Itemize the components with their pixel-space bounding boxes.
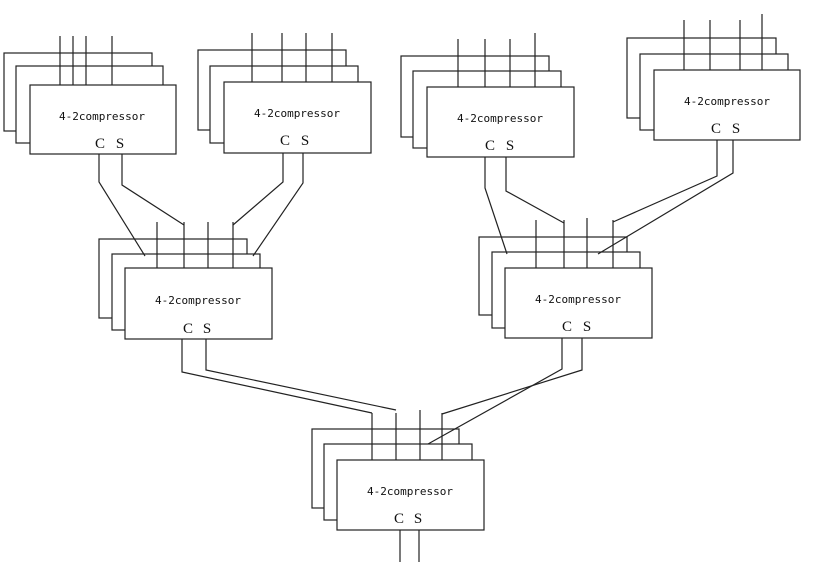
carry-label: C [183, 321, 193, 337]
compressor-label: 4-2compressor [254, 107, 340, 120]
connection-wires-top-to-mid-right [484, 140, 734, 255]
compressor-mid-left: 4-2compressor C S [98, 222, 273, 340]
sum-label: S [116, 136, 124, 152]
input-wires [156, 222, 234, 270]
carry-label: C [562, 319, 572, 335]
input-wires [371, 410, 443, 462]
compressor-label: 4-2compressor [684, 95, 770, 108]
compressor-box [504, 267, 653, 339]
output-wires [399, 530, 420, 562]
compressor-box [653, 69, 801, 141]
carry-label: C [485, 138, 495, 154]
input-wires [457, 33, 536, 89]
compressor-label: 4-2compressor [59, 110, 145, 123]
sum-label: S [506, 138, 514, 154]
sum-label: S [301, 133, 309, 149]
compressor-top-2: 4-2compressor C S [197, 33, 372, 154]
input-wires [683, 14, 763, 72]
sum-label: S [583, 319, 591, 335]
compressor-label: 4-2compressor [367, 485, 453, 498]
connection-wires-mid-to-bottom [181, 338, 583, 445]
input-wires [251, 33, 333, 84]
compressor-mid-right: 4-2compressor C S [478, 218, 653, 339]
compressor-top-4: 4-2compressor C S [626, 14, 801, 141]
compressor-box [124, 267, 273, 340]
compressor-top-1: 4-2compressor C S [3, 36, 177, 155]
compressor-label: 4-2compressor [535, 293, 621, 306]
compressor-box [29, 84, 177, 155]
sum-label: S [732, 121, 740, 137]
sum-label: S [414, 511, 422, 527]
compressor-box [336, 459, 485, 531]
input-wires [59, 36, 113, 87]
compressor-box [223, 81, 372, 154]
compressor-top-3: 4-2compressor C S [400, 33, 575, 158]
carry-label: C [95, 136, 105, 152]
input-wires [535, 218, 614, 270]
carry-label: C [394, 511, 404, 527]
compressor-bottom: 4-2compressor C S [311, 410, 485, 562]
carry-label: C [711, 121, 721, 137]
carry-label: C [280, 133, 290, 149]
compressor-box [426, 86, 575, 158]
sum-label: S [203, 321, 211, 337]
compressor-label: 4-2compressor [155, 294, 241, 307]
connection-wires-top-to-mid-left [98, 153, 304, 257]
compressor-label: 4-2compressor [457, 112, 543, 125]
